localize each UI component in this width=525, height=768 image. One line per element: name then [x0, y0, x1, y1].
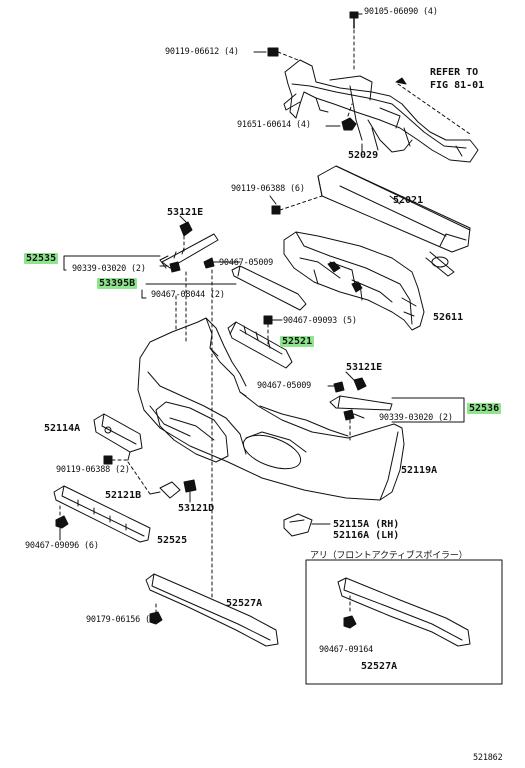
- moulding-53395: [231, 265, 307, 311]
- part-90179-06156[interactable]: 90179-06156 (5): [86, 615, 160, 625]
- part-53395-number: 53395: [99, 278, 130, 289]
- assembly-lines: [127, 269, 351, 601]
- bolt-90105-06090: [349, 11, 363, 73]
- figure-number: 521862: [473, 753, 503, 763]
- part-52535-highlighted[interactable]: 52535: [24, 253, 59, 264]
- part-53121e-left[interactable]: 53121E: [167, 207, 204, 218]
- refer-note-line2[interactable]: FIG 81-01: [430, 80, 485, 91]
- part-90339-03020-left[interactable]: 90339-03020 (2): [72, 264, 146, 274]
- energy-absorber-52611: [283, 231, 425, 331]
- bracket-52114a: [93, 413, 143, 461]
- part-52525[interactable]: 52525: [157, 535, 188, 546]
- part-53395-highlighted[interactable]: 53395B: [97, 278, 138, 289]
- part-90467-09096[interactable]: 90467-09096 (6): [25, 541, 99, 551]
- clip-52121b: [149, 481, 181, 499]
- part-52116a-side: (LH): [375, 530, 400, 541]
- radiator-support-52029: [283, 59, 479, 163]
- part-52527a[interactable]: 52527A: [226, 598, 263, 609]
- part-52536-highlighted[interactable]: 52536: [467, 403, 502, 414]
- retainer-52536: [329, 395, 393, 411]
- bumper-reinforcement-52021: [317, 165, 471, 277]
- screw-90339-right: [343, 409, 365, 421]
- part-90105-06090[interactable]: 90105-06090 (4): [364, 7, 438, 17]
- part-90119-06388-upper[interactable]: 90119-06388 (6): [231, 184, 305, 194]
- screw-90467-05009-right: [327, 381, 345, 393]
- part-90467-08044[interactable]: 90467-08044 (2): [151, 290, 225, 300]
- part-52114a[interactable]: 52114A: [44, 423, 81, 434]
- cover-52115a-52116a: [283, 513, 331, 537]
- part-90467-05009-top[interactable]: 90467-05009: [219, 258, 274, 268]
- part-52115a[interactable]: 52115A (RH): [333, 519, 399, 530]
- part-53121d[interactable]: 53121D: [178, 503, 215, 514]
- screw-90179-06156: [149, 603, 163, 625]
- part-52116a-number: 52116A: [333, 530, 370, 541]
- part-91651-60614[interactable]: 91651-60614 (4): [237, 120, 311, 130]
- clip-53121e-left: [179, 215, 193, 253]
- part-52115a-number: 52115A: [333, 519, 370, 530]
- inset-title: アリ（フロントアクティブスポイラー）: [310, 551, 468, 561]
- bracket-52521: [227, 321, 293, 369]
- part-52029[interactable]: 52029: [348, 150, 379, 161]
- screw-90339-left: [159, 261, 181, 273]
- part-90467-09164[interactable]: 90467-09164: [319, 645, 374, 655]
- part-52116a[interactable]: 52116A (LH): [333, 530, 399, 541]
- part-53121e-right[interactable]: 53121E: [346, 362, 383, 373]
- screw-90467-05009-top: [203, 257, 241, 269]
- bumper-cover-52119a: [137, 317, 405, 501]
- part-52115a-side: (RH): [375, 519, 400, 530]
- part-90467-05009-right[interactable]: 90467-05009: [257, 381, 312, 391]
- spoiler-52527a: [145, 573, 279, 647]
- screw-90467-09093: [263, 315, 283, 345]
- part-52527a-inset[interactable]: 52527A: [361, 661, 398, 672]
- bolt-90119-06388-lower: [103, 455, 129, 465]
- part-53395-suffix: B: [129, 278, 136, 289]
- part-52611[interactable]: 52611: [433, 312, 464, 323]
- part-52021[interactable]: 52021: [393, 195, 424, 206]
- inset-active-spoiler: [305, 559, 503, 685]
- screw-90467-09096: [55, 505, 69, 541]
- part-90339-03020-right[interactable]: 90339-03020 (2): [379, 413, 453, 423]
- lower-strip-52525: [53, 485, 151, 543]
- part-52521-highlighted[interactable]: 52521: [280, 336, 315, 347]
- clip-53121e-right: [345, 371, 367, 391]
- refer-note-line1: REFER TO: [430, 67, 479, 78]
- bolt-90119-06388-upper: [269, 195, 323, 215]
- part-90119-06388-lower[interactable]: 90119-06388 (2): [56, 465, 130, 475]
- part-90119-06612[interactable]: 90119-06612 (4): [165, 47, 239, 57]
- part-52119a[interactable]: 52119A: [401, 465, 438, 476]
- leader-brackets: [63, 255, 465, 423]
- clip-53121d: [183, 479, 197, 503]
- nut-91651-60614: [325, 103, 357, 131]
- bolt-90119-06612: [253, 47, 299, 61]
- part-90467-09093[interactable]: 90467-09093 (5): [283, 316, 357, 326]
- part-52121b[interactable]: 52121B: [105, 490, 142, 501]
